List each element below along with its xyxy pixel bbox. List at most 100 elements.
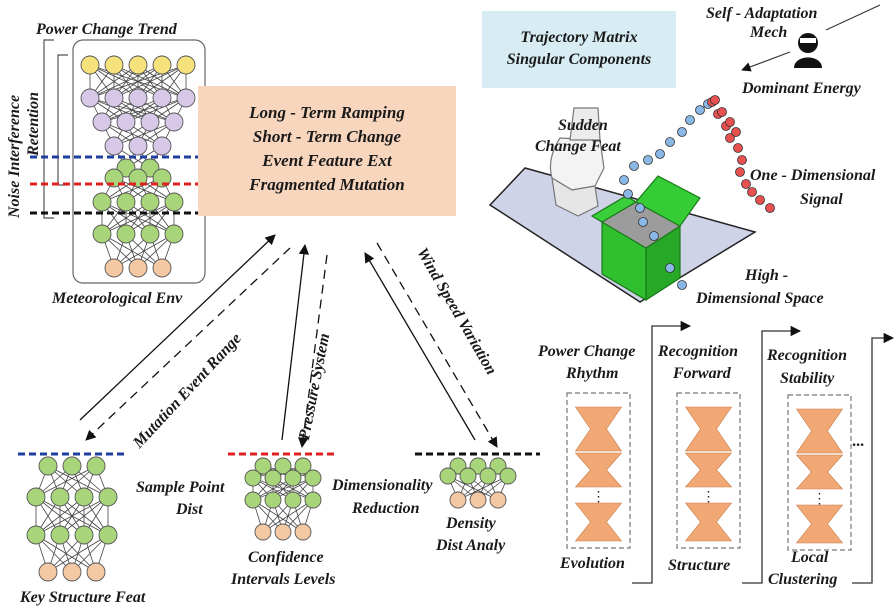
net-edge	[101, 201, 175, 235]
meteorological-env-label: Meteorological Env	[52, 290, 183, 307]
trajectory-dot-blue	[677, 280, 687, 290]
net-node	[244, 469, 262, 487]
net-node	[86, 562, 106, 582]
net-node	[244, 491, 262, 509]
self-adaptation-label-1: Self - Adaptation	[706, 5, 818, 22]
feature-line-4: Fragmented Mutation	[249, 175, 405, 194]
net-node	[469, 457, 487, 475]
net-node	[489, 457, 507, 475]
net-node	[304, 469, 322, 487]
net-node	[274, 457, 292, 475]
net-node	[152, 88, 172, 108]
net-edge	[262, 499, 314, 533]
hourglass-block	[574, 406, 623, 452]
trajectory-dot-red	[747, 187, 757, 197]
net-node	[164, 112, 184, 132]
trajectory-dot-blue	[623, 189, 633, 199]
net-node	[499, 467, 517, 485]
feature-line-3: Event Feature Ext	[262, 151, 392, 170]
net-edge	[113, 233, 175, 269]
hourglass-block	[795, 504, 844, 544]
net-edge	[125, 97, 187, 123]
dimensionality-label-1: Dimensionality	[332, 477, 433, 494]
self-adaptation-arrow	[825, 4, 881, 31]
net-node	[92, 112, 112, 132]
net-node	[38, 562, 58, 582]
trajectory-dot-blue	[619, 175, 629, 185]
net-node	[104, 55, 124, 75]
net-node	[294, 523, 312, 541]
retention-label: Retention	[25, 91, 42, 156]
net-node	[304, 491, 322, 509]
net-edge	[125, 201, 175, 235]
pressure-arrow-solid	[281, 243, 310, 441]
retention-bracket	[57, 54, 68, 186]
one-dimensional-label-1: One - Dimensional	[750, 167, 876, 184]
col3-bottom-label-2: Clustering	[768, 571, 838, 588]
col3-bottom-label-1: Local	[791, 549, 829, 566]
net-node	[140, 112, 160, 132]
trajectory-dot-red	[717, 107, 727, 117]
hourglass-block	[795, 454, 844, 490]
net-node	[274, 523, 292, 541]
col3-top-label-1: Recognition	[767, 347, 848, 364]
noise-bracket	[43, 39, 54, 219]
net-node	[26, 487, 46, 507]
hourglass-block	[684, 452, 733, 488]
pipeline-column-frame	[676, 392, 741, 549]
net-edge	[113, 64, 187, 99]
trajectory-matrix-line-2: Singular Components	[506, 51, 652, 68]
net-node	[128, 258, 148, 278]
trajectory-dot-blue	[635, 203, 645, 213]
self-adaptation-label-2: Mech	[750, 24, 788, 41]
net-node	[128, 88, 148, 108]
hourglass-block	[574, 502, 623, 542]
pipeline-column-frame	[787, 394, 852, 551]
net-node	[264, 469, 282, 487]
trajectory-dot-blue	[649, 231, 659, 241]
wind-arrow-solid	[364, 252, 476, 441]
wind-arrow-dashed	[376, 242, 498, 448]
hourglass-block	[795, 408, 844, 454]
net-node	[469, 491, 487, 509]
net-node	[128, 55, 148, 75]
feature-line-2: Short - Term Change	[252, 127, 402, 146]
net-node	[74, 525, 94, 545]
feature-box: Long - Term Ramping Short - Term Change …	[198, 86, 456, 216]
net-edge	[59, 496, 109, 536]
sample-point-label-1: Sample Point	[136, 479, 225, 496]
continuation-dots: ···	[852, 437, 864, 454]
trajectory-dot-blue	[677, 127, 687, 137]
net-node	[140, 192, 160, 212]
net-node	[80, 88, 100, 108]
bottom-left-neural-network	[26, 456, 118, 582]
net-node	[264, 491, 282, 509]
trajectory-dot-red	[733, 143, 743, 153]
confidence-label-2: Intervals Levels	[231, 571, 336, 588]
col1-top-label-1: Power Change	[538, 343, 636, 360]
net-node	[98, 525, 118, 545]
net-node	[152, 258, 172, 278]
net-node	[254, 457, 272, 475]
net-node	[176, 88, 196, 108]
net-node	[26, 525, 46, 545]
mutation-arrow-solid	[79, 234, 276, 421]
net-node	[164, 224, 184, 244]
bottom-middle-neural-network	[244, 457, 322, 541]
net-node	[104, 136, 124, 156]
trajectory-dot-blue	[655, 149, 665, 159]
net-node	[92, 224, 112, 244]
trajectory-dot-red	[731, 127, 741, 137]
pipeline-columns: ⋮⋮⋮	[566, 392, 852, 551]
trajectory-dot-blue	[665, 137, 675, 147]
net-node	[140, 224, 160, 244]
vertical-ellipsis: ⋮	[813, 492, 827, 507]
trajectory-dots	[619, 95, 775, 290]
net-node	[284, 491, 302, 509]
net-node	[284, 469, 302, 487]
net-node	[164, 192, 184, 212]
net-node	[176, 55, 196, 75]
net-edge	[101, 97, 187, 123]
col1-top-label-2: Rhythm	[566, 365, 619, 382]
net-node	[479, 467, 497, 485]
